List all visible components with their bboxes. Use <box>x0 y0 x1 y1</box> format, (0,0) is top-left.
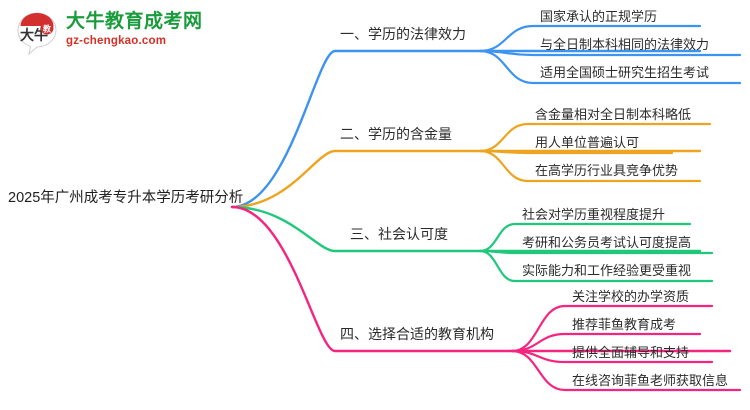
branch-3-leaf-2-connector <box>478 249 714 255</box>
branch-4-leaf-4-label[interactable]: 在线咨询菲鱼老师获取信息 <box>572 373 729 388</box>
branch-3-leaf-2-label[interactable]: 考研和公务员考试认可度提高 <box>522 235 692 250</box>
branch-1-leaf-1-label[interactable]: 国家承认的正规学历 <box>540 9 658 24</box>
logo-text-block: 大牛教育成考网 gz-chengkao.com <box>66 11 203 49</box>
svg-text:大牛: 大牛 <box>20 27 48 43</box>
branch-4-leaf-1-label[interactable]: 关注学校的办学资质 <box>572 289 690 304</box>
branch-2-leaf-2-label[interactable]: 用人单位普遍认可 <box>535 135 640 150</box>
site-logo[interactable]: 大牛 教 大牛教育成考网 gz-chengkao.com <box>14 8 202 58</box>
branch-4-leaf-2-label[interactable]: 推荐菲鱼教育成考 <box>572 317 677 332</box>
branch-2-label[interactable]: 二、学历的含金量 <box>340 126 452 142</box>
branch-4-leaf-3-label[interactable]: 提供全面辅导和支持 <box>572 345 690 360</box>
branch-1-leaf-3-label[interactable]: 适用全国硕士研究生招生考试 <box>540 65 710 80</box>
branch-3-leaf-1-label[interactable]: 社会对学历重视程度提升 <box>522 207 666 222</box>
branch-2-leaf-3-label[interactable]: 在高学历行业具竞争优势 <box>535 163 679 178</box>
branch-4-label[interactable]: 四、选择合适的教育机构 <box>340 326 494 342</box>
branch-3-label[interactable]: 三、社会认可度 <box>350 226 448 242</box>
branch-2-trunk <box>230 149 482 209</box>
logo-subtitle: gz-chengkao.com <box>66 35 167 47</box>
mindmap-root-label[interactable]: 2025年广州成考专升本学历考研分析 <box>8 190 244 206</box>
svg-text:教: 教 <box>42 24 52 34</box>
logo-mark-icon: 大牛 教 <box>17 12 57 56</box>
logo-title: 大牛教育成考网 <box>66 11 203 32</box>
branch-2-leaf-1-label[interactable]: 含金量相对全日制本科略低 <box>535 107 692 122</box>
branch-3-leaf-3-label[interactable]: 实际能力和工作经验更受重视 <box>522 263 692 278</box>
branch-1-label[interactable]: 一、学历的法律效力 <box>340 26 466 42</box>
branch-1-leaf-2-label[interactable]: 与全日制本科相同的法律效力 <box>540 37 710 52</box>
branch-2-leaf-2-connector <box>478 149 674 155</box>
